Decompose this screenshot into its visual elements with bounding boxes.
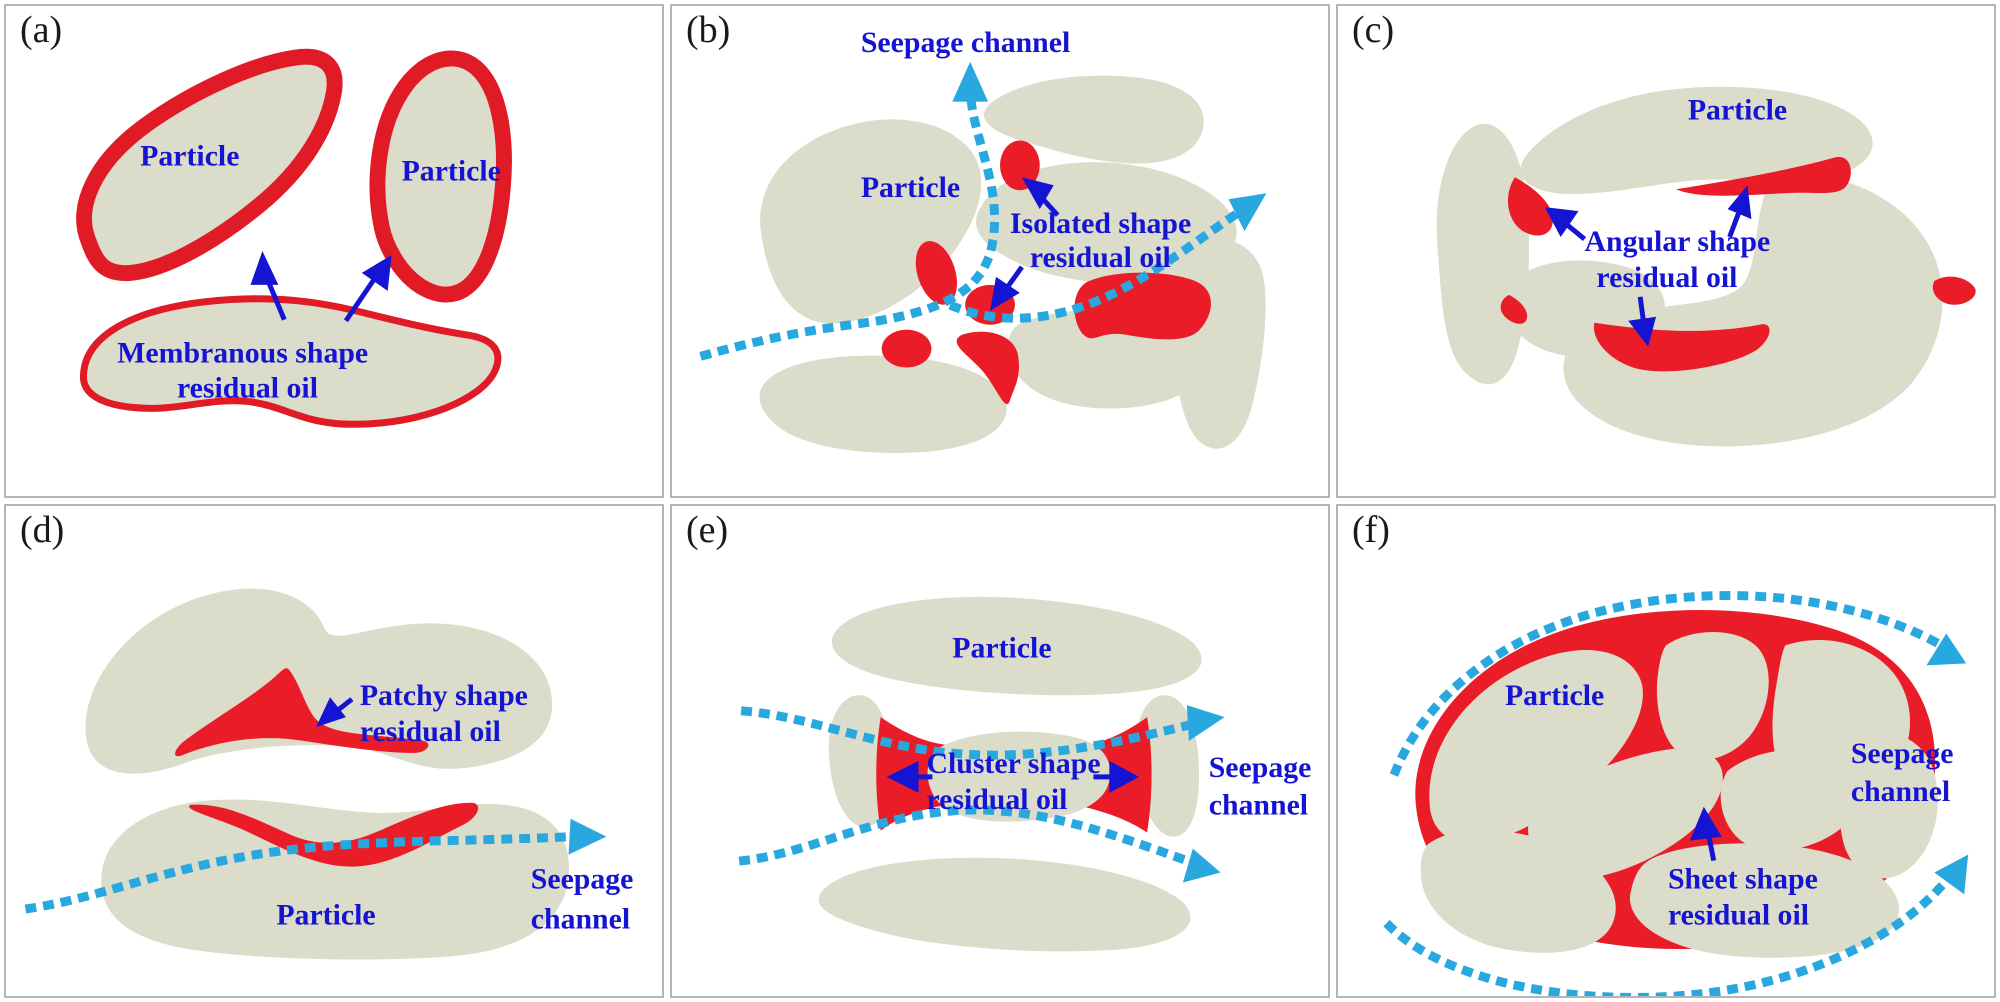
cluster-oil-label-line1: Cluster shape [926, 747, 1100, 780]
arrow-to-sheet-oil [1689, 806, 1722, 862]
seepage-channel-f-lower [1383, 854, 1969, 996]
panel-label-d: (d) [20, 509, 65, 551]
membranous-oil-label-line1: Membranous shape [117, 337, 368, 370]
arrow-to-cluster-left [886, 760, 933, 793]
arrow-to-angular-top [1727, 185, 1752, 238]
particle-shape-f-2 [1656, 631, 1769, 761]
panel-f-graphic: Particle Seepage channel Sheet shape res… [1383, 591, 1969, 996]
particle-shape-f-8 [1839, 733, 1938, 879]
particle-label-right: Particle [402, 154, 501, 187]
seepage-channel-f-upper [1389, 591, 1967, 777]
angular-oil-wedge-bottom [1593, 322, 1770, 372]
particle-label-b: Particle [861, 171, 960, 204]
panel-label-b: (b) [686, 9, 731, 51]
seepage-channel-label-d-line2: channel [531, 902, 630, 935]
panel-e-graphic: Particle Cluster shape residual oil Seep… [738, 596, 1312, 952]
particle-label-c: Particle [1688, 94, 1787, 127]
isolated-oil-blob-large [1074, 272, 1211, 340]
particle-shape-bottom-left [759, 355, 1007, 454]
cluster-oil-label-line2: residual oil [926, 783, 1067, 816]
isolated-oil-blob-5 [956, 331, 1019, 405]
panel-e-cluster: (e) Particle C [670, 504, 1330, 998]
isolated-oil-blob-2 [915, 241, 958, 305]
arrow-to-right-particle [343, 254, 392, 323]
panel-label-f: (f) [1352, 509, 1390, 551]
angular-oil-label-line1: Angular shape [1584, 225, 1770, 258]
patchy-oil-label-line2: residual oil [360, 715, 501, 748]
seepage-channel-label-d-line1: Seepage [531, 862, 634, 895]
particle-shape-f-1 [1429, 650, 1643, 844]
particle-shape-bottom [80, 295, 502, 428]
membranous-oil-label-line2: residual oil [177, 371, 318, 404]
angular-oil-label-line2: residual oil [1596, 261, 1737, 294]
panel-f-sheet: (f) Particle Seepage channel [1336, 504, 1996, 998]
panel-label-c: (c) [1352, 9, 1395, 51]
panel-c-graphic: Particle Angular shape residual oil [1436, 86, 1976, 447]
seepage-channel-b [694, 61, 1267, 363]
seepage-channel-e-upper [740, 705, 1225, 760]
arrow-to-patchy-oil [316, 697, 354, 728]
particle-shape-left-tall [1436, 123, 1530, 385]
seepage-channel-label-b: Seepage channel [861, 26, 1070, 59]
particle-shape-upper-right [369, 50, 512, 303]
arrow-to-cluster-right [1093, 760, 1140, 793]
patchy-oil-band-lower [189, 802, 479, 867]
arrow-to-angular-left [1544, 207, 1587, 241]
particle-shape-f-5 [1720, 749, 1862, 851]
sheet-oil-label-line2: residual oil [1668, 898, 1809, 931]
panel-d-graphic: Patchy shape residual oil Seepage channe… [24, 588, 634, 960]
panel-b-graphic: Particle Seepage channel Isolated shape … [694, 26, 1267, 454]
seepage-channel-label-f-line2: channel [1851, 775, 1950, 808]
seepage-channel-e-lower [738, 805, 1221, 883]
particle-shape-right [1563, 173, 1943, 447]
panel-b-isolated: (b) [670, 4, 1330, 498]
seepage-channel-label-f-line1: Seepage [1851, 737, 1954, 770]
particle-shape-upper-left [76, 48, 343, 281]
panel-label-a: (a) [20, 9, 63, 51]
particle-shape-top-e [831, 596, 1202, 696]
angular-oil-wedge-top [1675, 156, 1851, 196]
panel-a-membranous: (a) Particle Particle Membranous shape r… [4, 4, 664, 498]
arrow-to-angular-bottom [1628, 296, 1657, 347]
angular-oil-wedge-right-edge [1932, 276, 1976, 305]
particle-shape-f-7 [1629, 843, 1900, 958]
particle-shape-f-4 [1528, 748, 1723, 879]
particle-shape-top-d [85, 588, 553, 774]
arrow-to-left-particle [250, 251, 287, 321]
particle-label-left: Particle [140, 139, 239, 172]
arrow-to-isolated-blob-upper [1021, 177, 1060, 217]
particle-label-e: Particle [952, 631, 1051, 664]
particle-shape-top-right [984, 75, 1204, 164]
arrow-to-isolated-blob-lower [990, 265, 1024, 311]
seepage-channel-label-e-line1: Seepage [1209, 751, 1312, 784]
sheet-oil-label-line1: Sheet shape [1668, 862, 1818, 895]
panel-label-e: (e) [686, 509, 729, 551]
isolated-oil-blob-1 [1000, 140, 1040, 191]
panel-d-patchy: (d) Patchy shape residual oil Seepage ch… [4, 504, 664, 998]
isolated-oil-label-line2: residual oil [1030, 241, 1171, 274]
angular-oil-wedge-mid-small [1500, 294, 1528, 324]
particle-shape-bottom-e [818, 857, 1191, 952]
patchy-oil-label-line1: Patchy shape [360, 679, 528, 712]
patchy-oil-shape [175, 668, 429, 757]
panel-a-graphic: Particle Particle Membranous shape resid… [76, 48, 512, 428]
particle-label-f: Particle [1505, 679, 1604, 712]
particle-shape-top [1520, 86, 1873, 195]
seepage-channel-label-e-line2: channel [1209, 789, 1308, 822]
isolated-oil-blob-4 [881, 329, 932, 368]
isolated-oil-label-line1: Isolated shape [1010, 207, 1191, 240]
seepage-channel-d [24, 818, 607, 914]
particle-label-d: Particle [276, 898, 375, 931]
angular-oil-wedge-left [1507, 177, 1553, 236]
particle-shape-f-6 [1420, 830, 1616, 953]
particle-shape-left-e [828, 695, 891, 827]
panel-c-angular: (c) Particle Angular shape residual oil [1336, 4, 1996, 498]
particle-shape-bottom-d [101, 799, 570, 960]
